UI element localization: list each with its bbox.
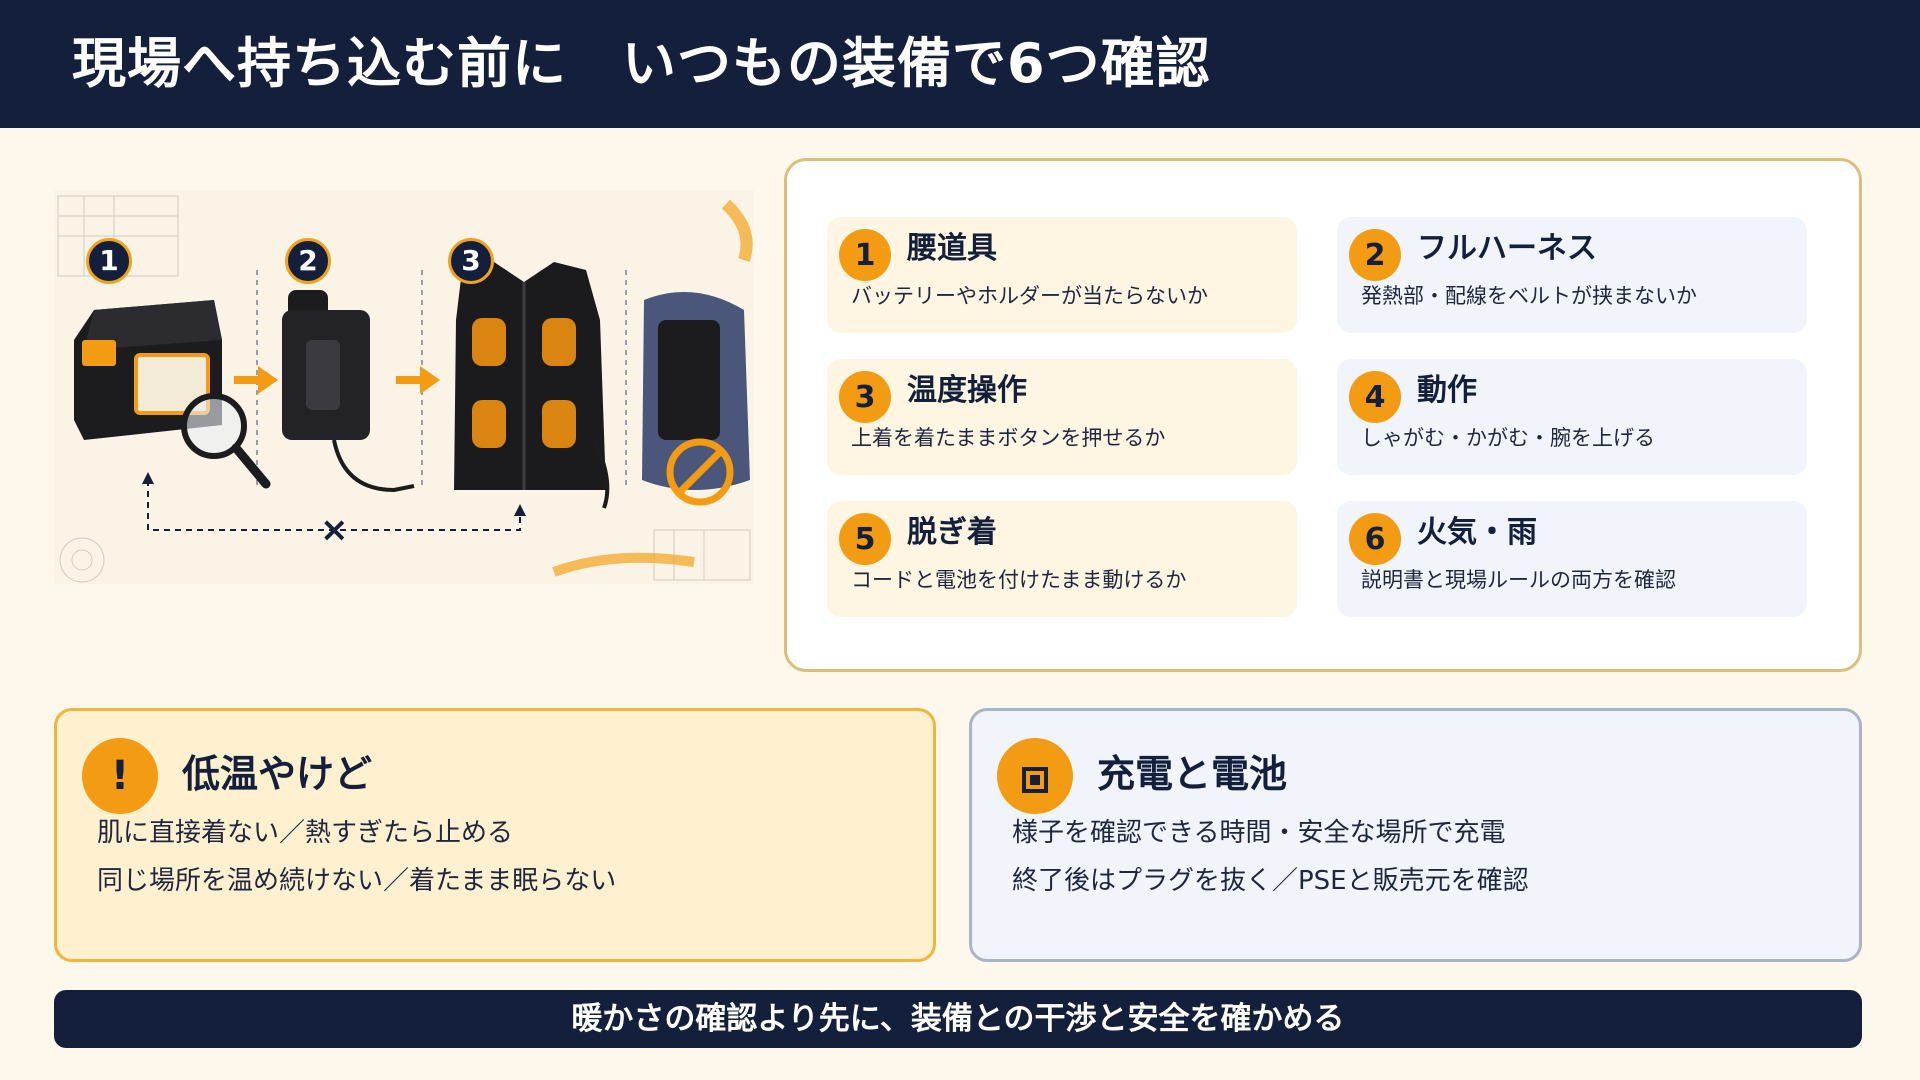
exclamation-icon: ! [82,738,158,814]
chip-icon [997,738,1073,814]
heated-vest-icon [454,262,610,509]
item-description: 上着を着たままボタンを押せるか [851,426,1166,450]
item-title: フルハーネス [1417,231,1597,266]
item-description: バッテリーやホルダーが当たらないか [851,284,1208,308]
charge-warning-line-2: 終了後はプラグを抜く／PSEと販売元を確認 [1012,866,1529,896]
magnifier-icon [181,393,271,489]
item-number: 6 [1349,513,1401,565]
cross-mark: × [320,510,349,550]
step-number-2: 2 [285,238,331,284]
burn-warning-title: 低温やけど [182,752,373,796]
item-number: 2 [1349,229,1401,281]
step-number-3: 3 [448,238,494,284]
item-description: しゃがむ・かがむ・腕を上げる [1361,426,1655,450]
item-description: 説明書と現場ルールの両方を確認 [1361,568,1676,592]
item-number: 4 [1349,371,1401,423]
item-description: 発熱部・配線をベルトが挟まないか [1361,284,1697,308]
page-title: 現場へ持ち込む前に いつもの装備で6つ確認 [72,32,1211,95]
burn-warning-line-2: 同じ場所を温め続けない／着たまま眠らない [97,866,617,896]
battery-icon [74,300,222,440]
checklist-item-6: 6 火気・雨 説明書と現場ルールの両方を確認 [1337,501,1807,617]
prohibited-battery-icon [642,292,750,506]
footer-banner: 暖かさの確認より先に、装備との干渉と安全を確かめる [54,990,1862,1048]
charge-warning-title: 充電と電池 [1097,752,1288,796]
burn-warning-panel: ! 低温やけど 肌に直接着ない／熱すぎたら止める 同じ場所を温め続けない／着たま… [54,708,936,962]
item-number: 3 [839,371,891,423]
header-bar: 現場へ持ち込む前に いつもの装備で6つ確認 [0,0,1920,128]
checklist-item-5: 5 脱ぎ着 コードと電池を付けたまま動けるか [827,501,1297,617]
item-title: 脱ぎ着 [907,515,997,550]
holder-icon [282,290,415,493]
checklist-item-2: 2 フルハーネス 発熱部・配線をベルトが挟まないか [1337,217,1807,333]
item-number: 1 [839,229,891,281]
step-number-1: 1 [86,238,132,284]
checklist-card: 1 腰道具 バッテリーやホルダーが当たらないか 2 フルハーネス 発熱部・配線を… [784,158,1862,672]
item-title: 温度操作 [907,373,1027,408]
equipment-illustration: 1 2 3 × [54,190,754,584]
checklist-item-3: 3 温度操作 上着を着たままボタンを押せるか [827,359,1297,475]
burn-warning-line-1: 肌に直接着ない／熱すぎたら止める [97,818,514,848]
checklist-item-1: 1 腰道具 バッテリーやホルダーが当たらないか [827,217,1297,333]
item-title: 火気・雨 [1417,515,1537,550]
arrow-icon [234,366,440,394]
footer-message: 暖かさの確認より先に、装備との干渉と安全を確かめる [571,1001,1345,1037]
item-number: 5 [839,513,891,565]
checklist-item-4: 4 動作 しゃがむ・かがむ・腕を上げる [1337,359,1807,475]
charge-warning-line-1: 様子を確認できる時間・安全な場所で充電 [1012,818,1506,848]
item-description: コードと電池を付けたまま動けるか [851,568,1187,592]
charge-warning-panel: 充電と電池 様子を確認できる時間・安全な場所で充電 終了後はプラグを抜く／PSE… [969,708,1862,962]
item-title: 腰道具 [907,231,997,266]
item-title: 動作 [1417,373,1477,408]
